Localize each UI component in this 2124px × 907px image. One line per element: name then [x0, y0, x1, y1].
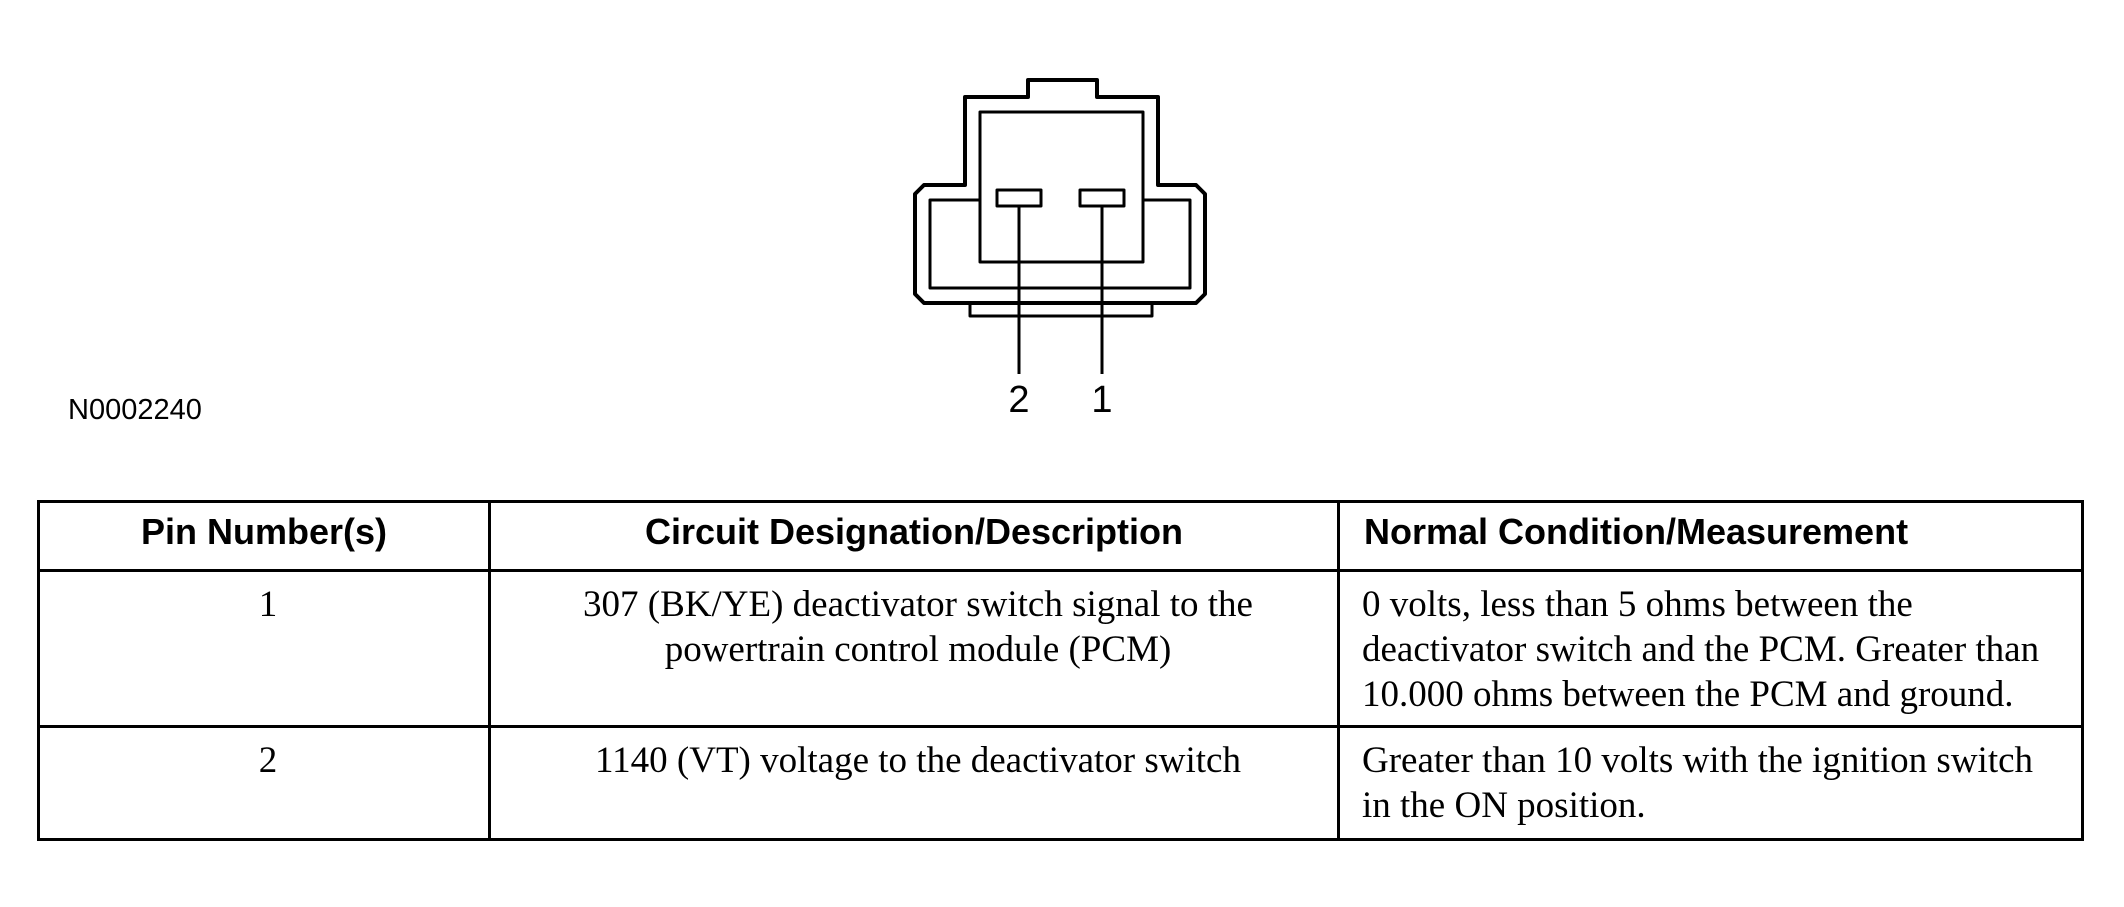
- pin-2-terminal: [995, 188, 1043, 208]
- terminal-cavity: [978, 200, 1145, 264]
- connector-latch: [968, 303, 1154, 318]
- figure-id: N0002240: [68, 394, 202, 426]
- pinout-table: Pin Number(s) Circuit Designation/Descri…: [37, 500, 2084, 841]
- pin-number-cell: 2: [37, 725, 491, 841]
- pin-1-terminal: [1078, 188, 1126, 208]
- pin-1-label: 1: [1091, 379, 1112, 421]
- header-pin-numbers: Pin Number(s): [37, 500, 491, 572]
- connector-inner-housing: [928, 110, 1192, 290]
- table-header-row: Pin Number(s) Circuit Designation/Descri…: [37, 500, 2084, 572]
- connector-housing: [913, 78, 1207, 305]
- header-circuit-designation: Circuit Designation/Description: [488, 500, 1340, 572]
- connector-diagram: 2 1: [913, 78, 1207, 421]
- pin-number-cell: 1: [37, 569, 491, 728]
- table-row: 2 1140 (VT) voltage to the deactivator s…: [37, 725, 2084, 841]
- pin-2-label: 2: [1008, 379, 1029, 421]
- condition-cell: 0 volts, less than 5 ohms between the de…: [1337, 569, 2084, 728]
- condition-cell: Greater than 10 volts with the ignition …: [1337, 725, 2084, 841]
- circuit-description-cell: 1140 (VT) voltage to the deactivator swi…: [488, 725, 1340, 841]
- header-normal-condition: Normal Condition/Measurement: [1337, 500, 2084, 572]
- circuit-description-cell: 307 (BK/YE) deactivator switch signal to…: [488, 569, 1340, 728]
- table-row: 1 307 (BK/YE) deactivator switch signal …: [37, 569, 2084, 728]
